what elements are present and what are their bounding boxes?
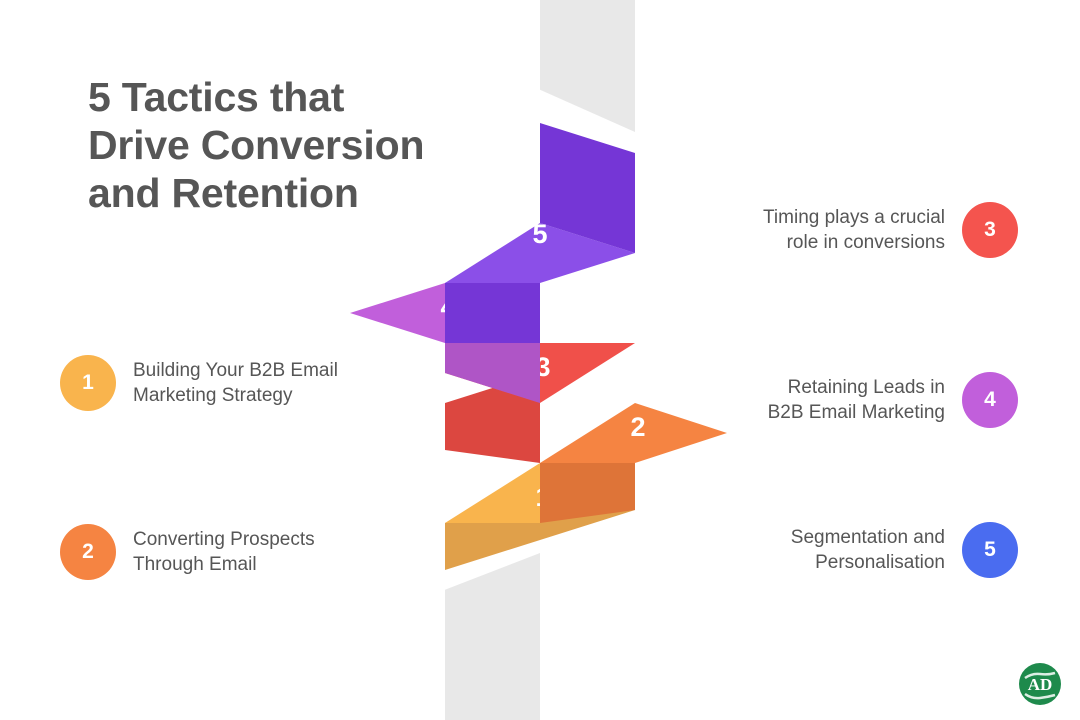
brand-logo-icon[interactable]: AD — [1018, 662, 1062, 706]
tactic-badge-1-number: 1 — [82, 371, 94, 394]
stair-step-1-top — [445, 463, 635, 523]
tactic-label-3: Timing plays a crucial role in conversio… — [763, 206, 945, 253]
tactic-badge-3-number: 3 — [984, 218, 996, 241]
stair-step-1-top-face — [445, 463, 635, 523]
tactic-label-2: Converting Prospects Through Email — [133, 528, 315, 575]
stair-step-5-riser — [445, 253, 540, 343]
stair-step-4-number: 4 — [440, 292, 455, 322]
tactic-label-4: Retaining Leads in B2B Email Marketing — [767, 376, 945, 423]
stair-step-4: 4 — [350, 283, 540, 403]
tactic-label-1: Building Your B2B Email Marketing Strate… — [133, 359, 338, 406]
stair-step-5-top-face — [445, 223, 635, 283]
logo-swoosh-top — [1024, 671, 1056, 680]
stair-step-2-riser — [540, 433, 635, 523]
page-title: 5 Tactics that Drive Conversion and Rete… — [88, 74, 425, 216]
stair-step-1-number: 1 — [535, 482, 550, 512]
tactic-label-5: Segmentation and Personalisation — [790, 526, 945, 573]
logo-text: AD — [1028, 675, 1053, 694]
stair-step-2: 2 — [540, 403, 727, 523]
tactic-item-1[interactable]: 1 Building Your B2B Email Marketing Stra… — [51, 346, 338, 420]
tactic-badge-2-number: 2 — [82, 540, 94, 563]
stair-step-3-number: 3 — [535, 352, 550, 382]
stair-step-3: 3 — [445, 343, 635, 463]
stair-step-5-back — [540, 123, 635, 253]
tactic-badge-2: 2 — [51, 515, 125, 589]
stair-step-3-riser — [445, 373, 540, 463]
background-band-top — [540, 0, 635, 132]
stair-step-2-top-face — [540, 403, 727, 463]
stair-step-2-number: 2 — [630, 412, 645, 442]
tactic-badge-1: 1 — [51, 346, 125, 420]
stair-step-1-riser — [445, 463, 635, 570]
stair-step-1: 1 — [445, 463, 635, 570]
tactic-item-5[interactable]: Segmentation and Personalisation 5 — [790, 513, 1027, 587]
tactic-item-3[interactable]: Timing plays a crucial role in conversio… — [763, 193, 1027, 267]
tactic-badge-4: 4 — [953, 363, 1027, 437]
logo-swoosh-bottom — [1024, 692, 1056, 700]
tactic-badge-3: 3 — [953, 193, 1027, 267]
stair-step-5-number: 5 — [532, 219, 547, 249]
tactic-badge-4-number: 4 — [984, 388, 996, 411]
tactic-item-2[interactable]: 2 Converting Prospects Through Email — [51, 515, 315, 589]
tactic-item-4[interactable]: Retaining Leads in B2B Email Marketing 4 — [767, 363, 1027, 437]
stair-step-3-top-face — [445, 343, 635, 403]
background-band-bottom — [445, 553, 540, 720]
tactic-badge-5: 5 — [953, 513, 1027, 587]
tactic-badge-5-number: 5 — [984, 538, 996, 561]
stair-step-4-top-face — [350, 283, 540, 343]
stair-step-4-riser — [445, 313, 540, 403]
